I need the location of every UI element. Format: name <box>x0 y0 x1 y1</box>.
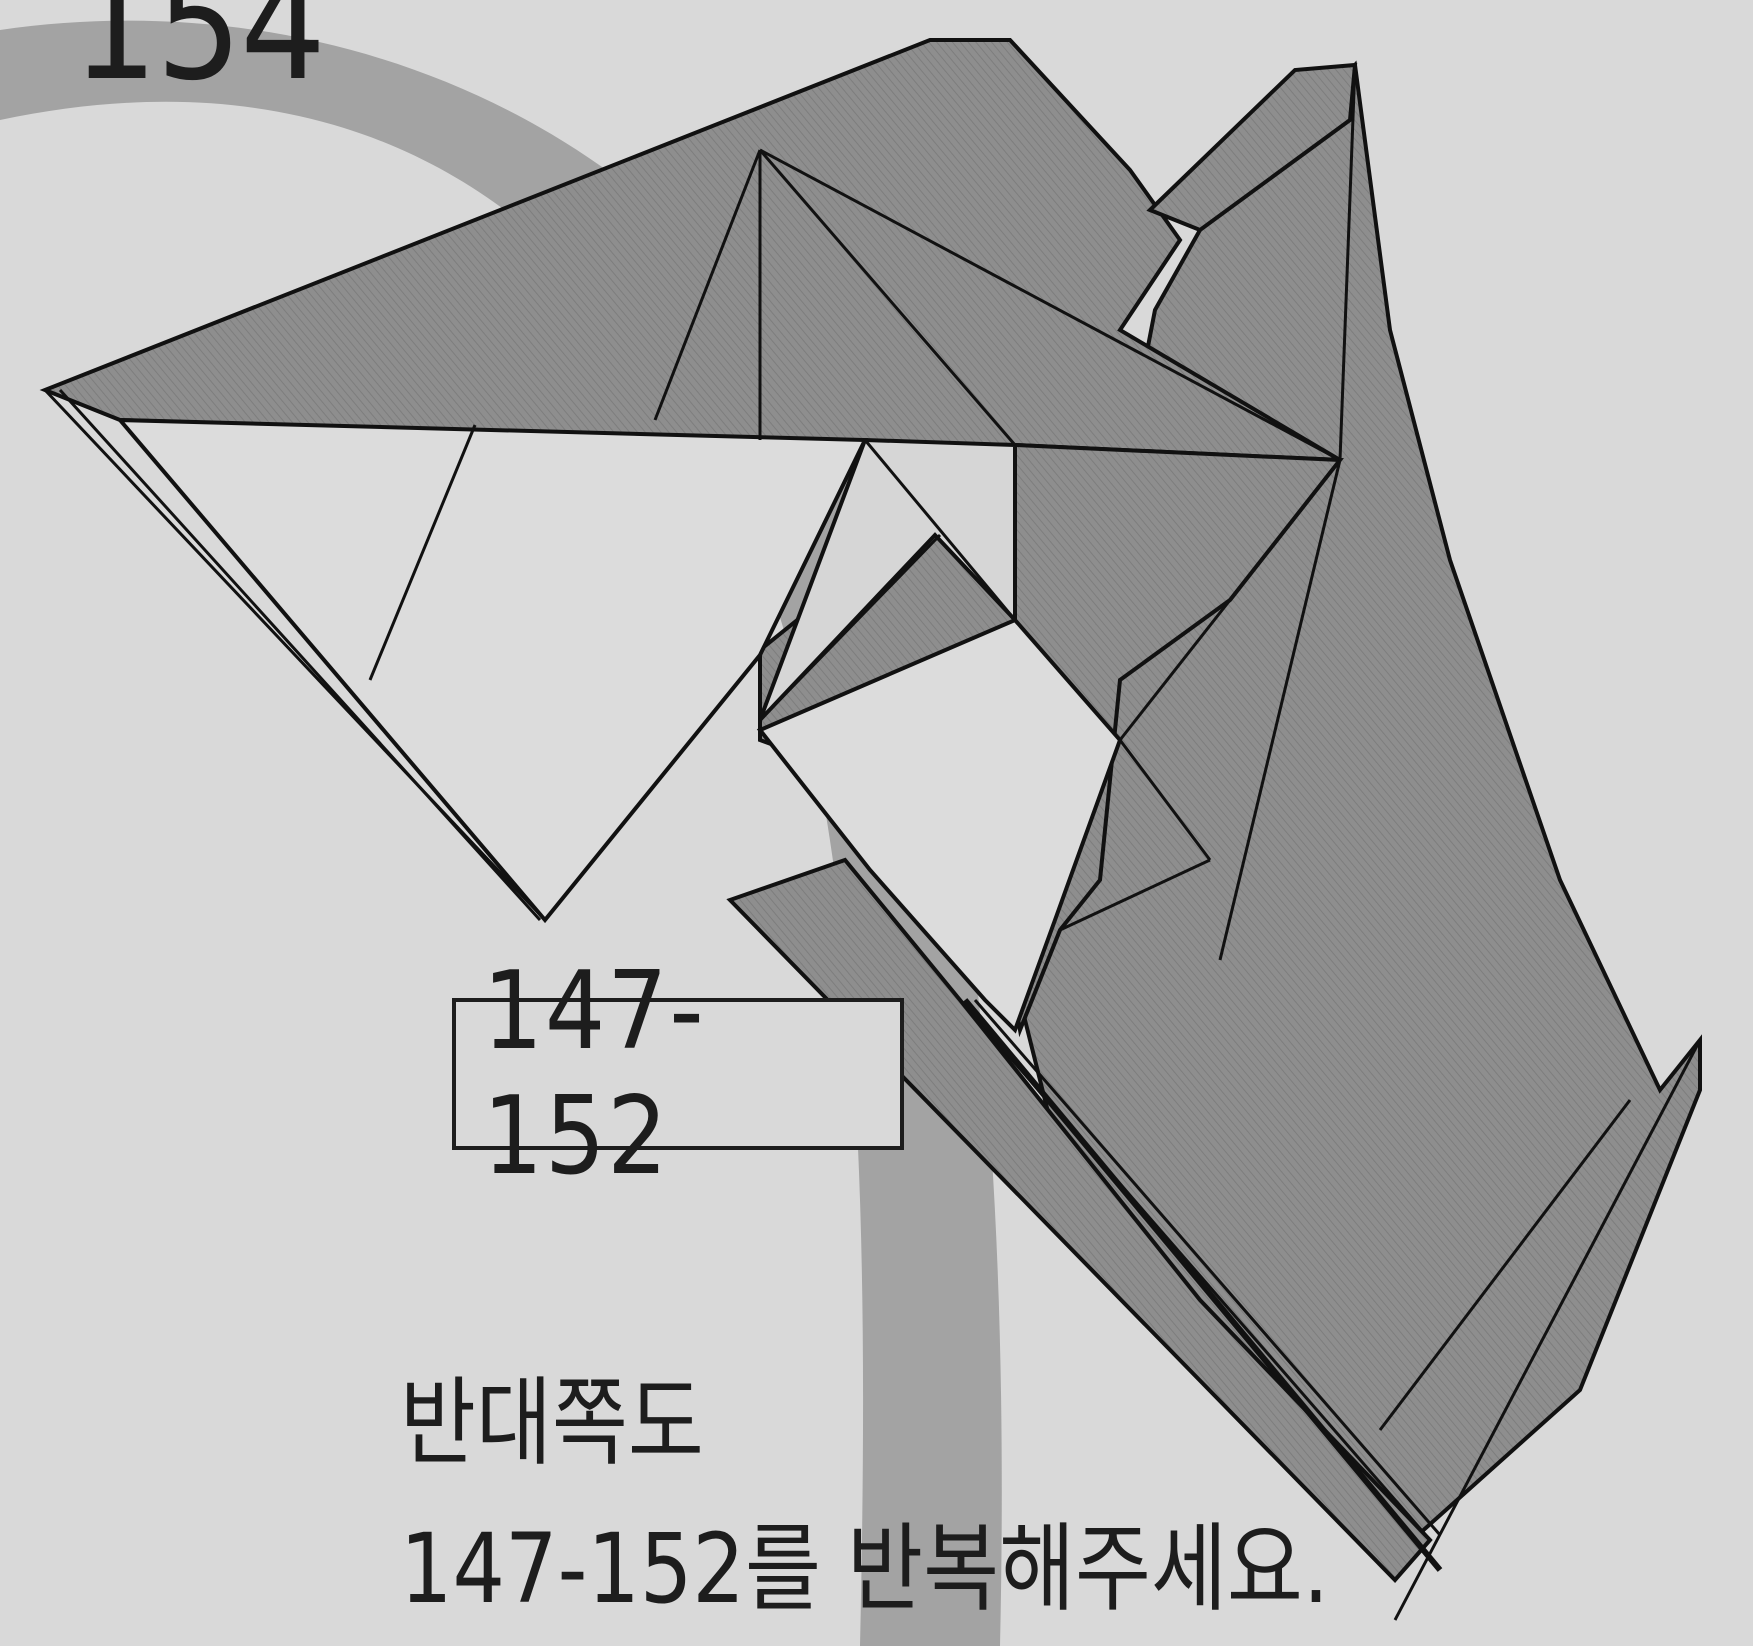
instruction-line-1: 반대쪽도 <box>400 1350 1329 1496</box>
step-reference-box: 147-152 <box>452 998 904 1150</box>
step-reference-label: 147-152 <box>483 949 874 1199</box>
instruction-text: 반대쪽도 147-152를 반복해주세요. <box>400 1350 1329 1642</box>
instruction-line-2: 147-152를 반복해주세요. <box>400 1496 1329 1642</box>
white-left-face <box>120 420 865 920</box>
step-number: 154 <box>72 0 324 102</box>
